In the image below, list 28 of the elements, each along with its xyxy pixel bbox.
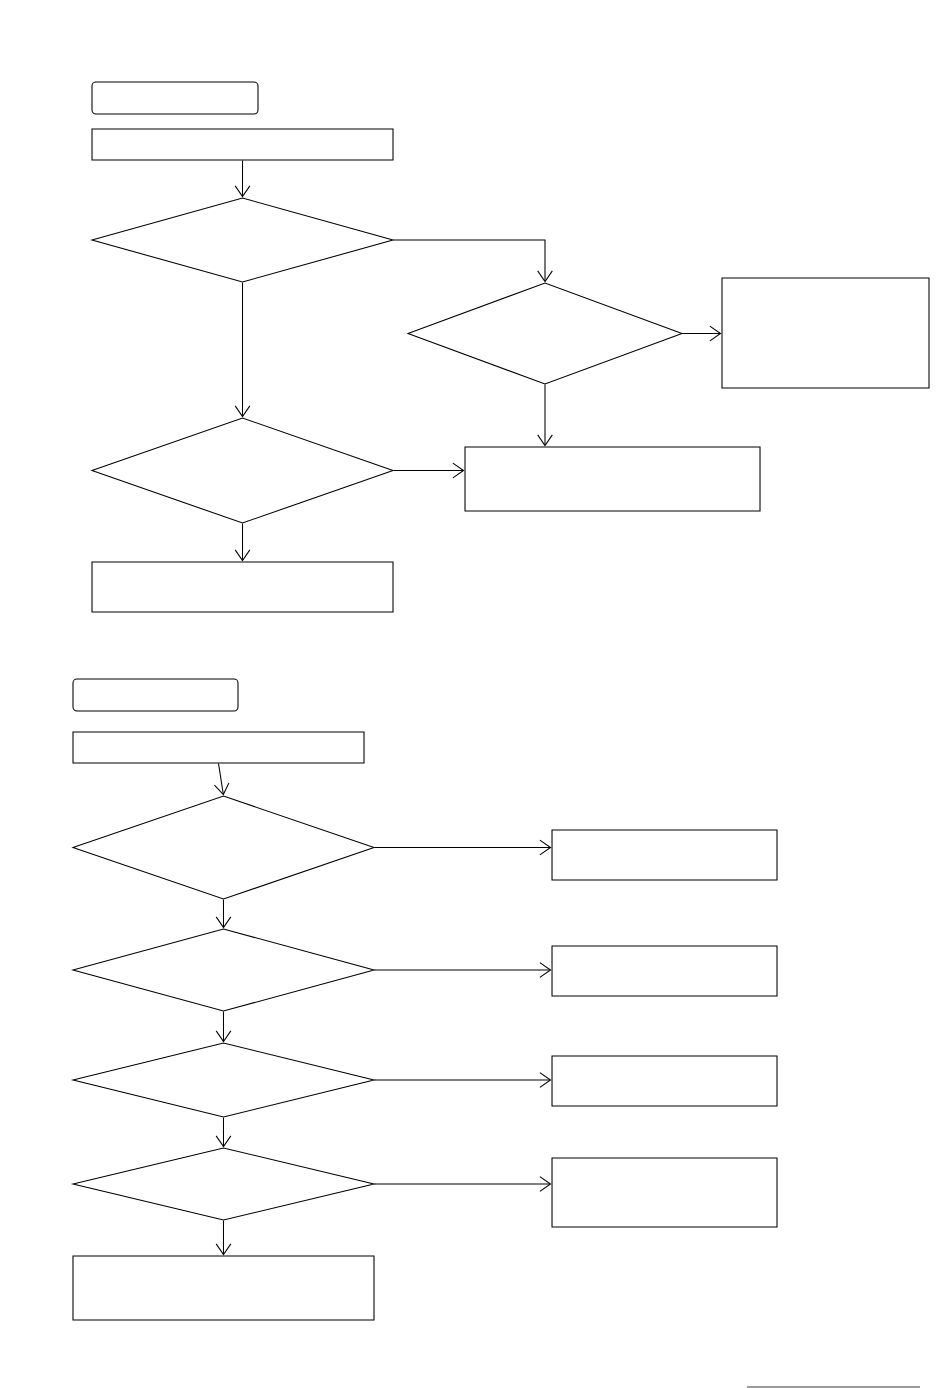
arrow	[393, 462, 465, 479]
title-box	[72, 678, 239, 712]
process-box	[551, 1157, 778, 1228]
process-box	[551, 1055, 778, 1107]
arrow	[213, 763, 230, 796]
arrow	[374, 962, 552, 978]
process-box	[551, 829, 778, 881]
arrow	[215, 1220, 232, 1256]
arrow	[215, 1117, 232, 1148]
process-box	[464, 446, 761, 512]
arrow	[374, 1072, 552, 1088]
process-box	[72, 1255, 375, 1321]
process-box	[72, 731, 365, 764]
arrow	[215, 899, 232, 929]
arrow	[682, 325, 722, 342]
arrow	[374, 839, 552, 856]
process-box	[721, 277, 930, 389]
arrow	[234, 282, 251, 418]
title-box	[91, 81, 259, 115]
arrow	[234, 160, 251, 198]
process-box	[91, 561, 394, 613]
arrow	[537, 384, 553, 447]
arrow	[393, 239, 553, 283]
arrow	[374, 1176, 552, 1192]
process-box	[91, 128, 394, 161]
process-box	[551, 945, 778, 997]
arrow	[234, 523, 251, 562]
arrow	[215, 1011, 232, 1043]
